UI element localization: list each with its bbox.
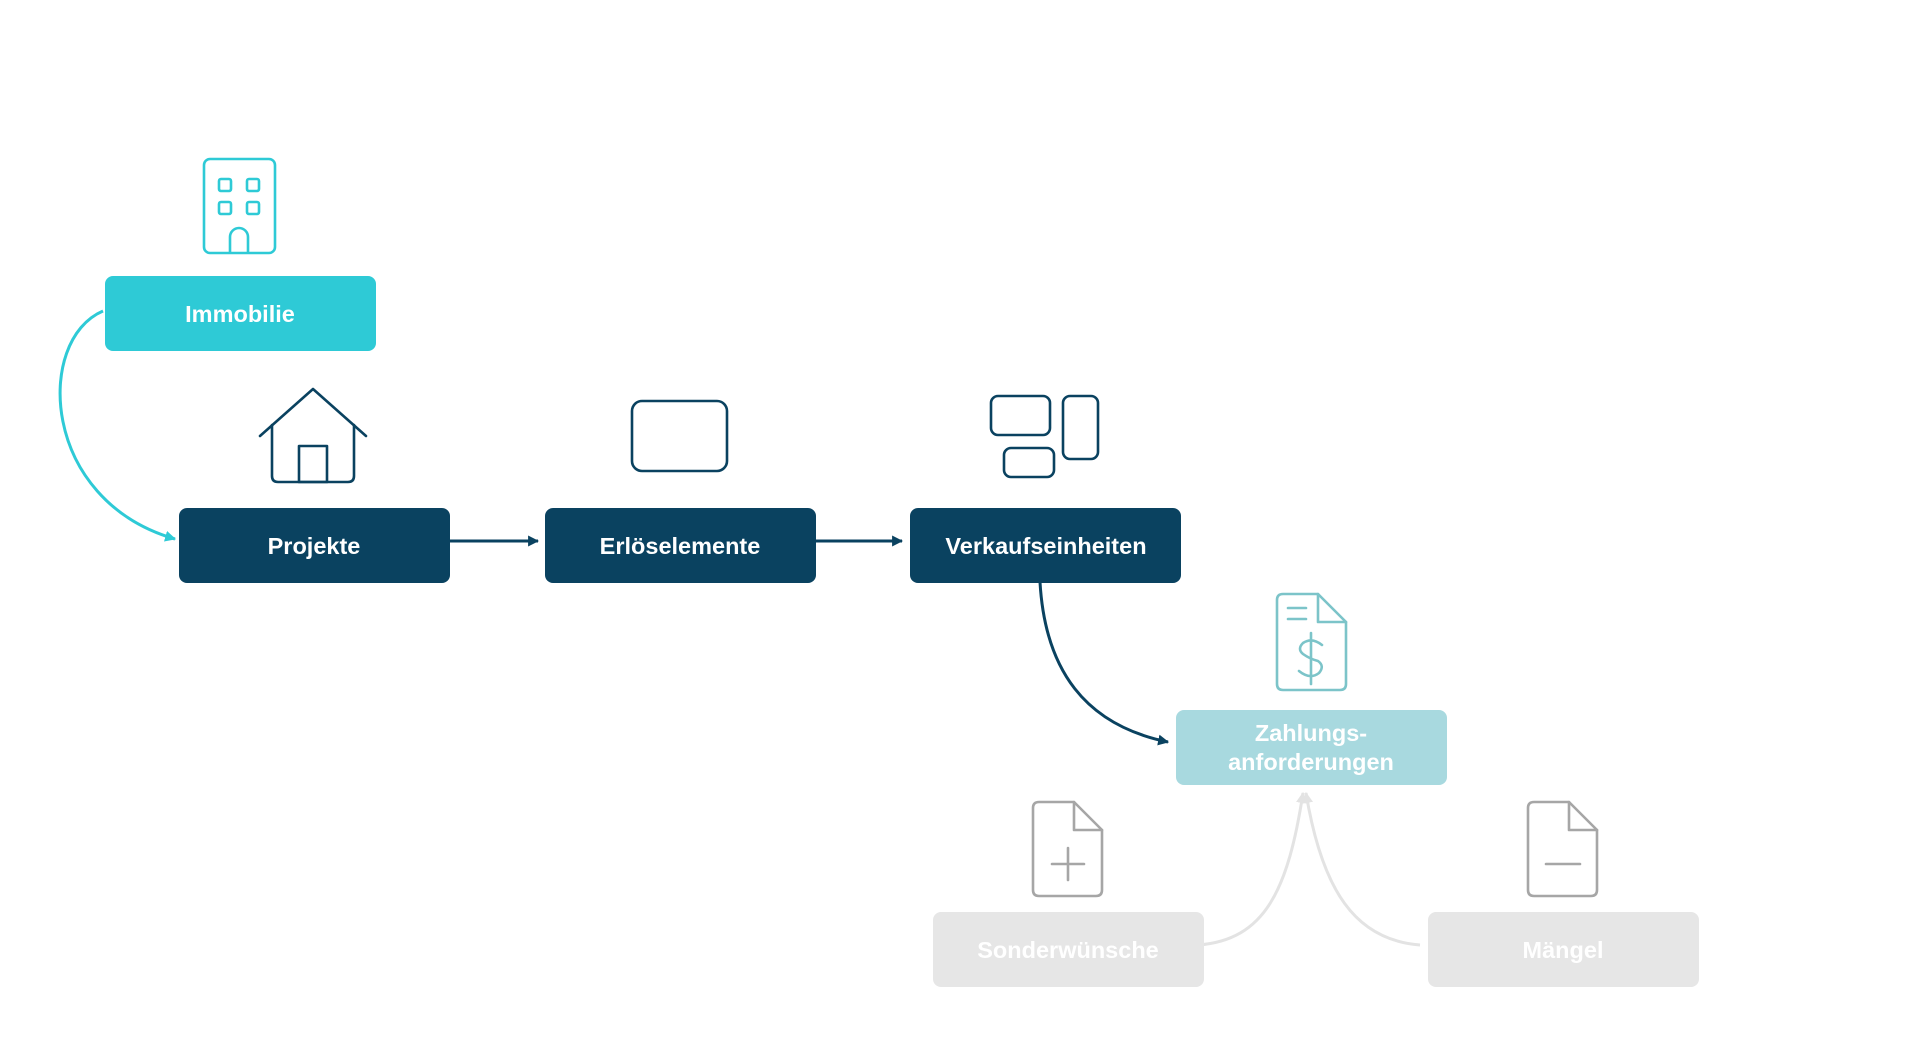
connector-sonderwuensche-zahlungsanforderungen bbox=[1197, 791, 1307, 947]
node-sonderwuensche[interactable]: Sonderwünsche bbox=[933, 912, 1204, 987]
rounded-rectangle-icon bbox=[630, 399, 729, 473]
dollar-document-icon bbox=[1275, 592, 1348, 692]
node-zahlungsanforderungen-label-line1: Zahlungs- bbox=[1255, 720, 1367, 746]
units-grid-icon bbox=[989, 394, 1100, 479]
node-zahlungsanforderungen[interactable]: Zahlungs- anforderungen bbox=[1176, 710, 1447, 785]
minus-document-icon bbox=[1526, 800, 1599, 898]
node-maengel[interactable]: Mängel bbox=[1428, 912, 1699, 987]
connector-verkaufseinheiten-zahlungsanforderungen bbox=[1038, 581, 1170, 746]
node-verkaufseinheiten-label: Verkaufseinheiten bbox=[945, 533, 1146, 559]
node-erloeselemente-label: Erlöselemente bbox=[600, 533, 761, 559]
node-maengel-label: Mängel bbox=[1523, 937, 1604, 963]
node-immobilie[interactable]: Immobilie bbox=[105, 276, 376, 351]
node-projekte-label: Projekte bbox=[268, 533, 361, 559]
node-sonderwuensche-label: Sonderwünsche bbox=[977, 937, 1159, 963]
building-icon bbox=[202, 157, 277, 255]
house-icon bbox=[258, 387, 368, 484]
plus-document-icon bbox=[1031, 800, 1104, 898]
node-projekte[interactable]: Projekte bbox=[179, 508, 450, 583]
node-zahlungsanforderungen-label-line2: anforderungen bbox=[1228, 749, 1394, 775]
node-erloeselemente[interactable]: Erlöselemente bbox=[545, 508, 816, 583]
node-verkaufseinheiten[interactable]: Verkaufseinheiten bbox=[910, 508, 1181, 583]
connector-immobilie-projekte bbox=[58, 309, 177, 542]
node-immobilie-label: Immobilie bbox=[185, 301, 295, 327]
connector-maengel-zahlungsanforderungen bbox=[1302, 791, 1421, 947]
